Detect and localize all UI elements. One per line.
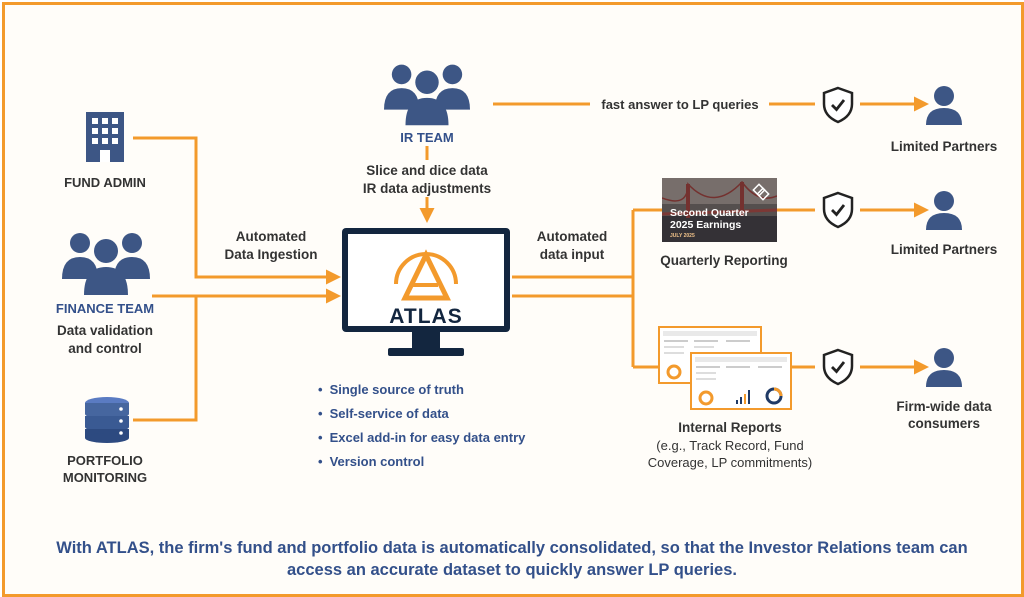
fund-admin-label: FUND ADMIN (64, 175, 146, 190)
consumer-label: Firm-wide data (896, 399, 992, 414)
consumer-label: Limited Partners (890, 139, 998, 154)
ir-team-label: IR TEAM (400, 130, 454, 145)
quarterly-caption: Quarterly Reporting (660, 253, 788, 268)
footer-line-2: access an accurate dataset to quickly an… (287, 561, 737, 579)
report-logo-icon (752, 183, 770, 201)
atlas-logo-icon (394, 249, 458, 301)
report-dashboard-image (695, 357, 787, 406)
atlas-features: Single source of truth Self-service of d… (318, 380, 526, 476)
atlas-name: ATLAS (389, 305, 463, 328)
person-icon (926, 348, 962, 387)
internal-report-thumbnail (690, 352, 792, 410)
thumb-title-1: Second Quarter (670, 207, 749, 219)
people-group-icon (62, 233, 150, 295)
finance-team-description-2: and control (68, 341, 142, 356)
ingestion-label-2: Data Ingestion (224, 247, 318, 262)
shield-check-icon (822, 348, 854, 386)
person-icon (926, 86, 962, 125)
finance-team-description-1: Data validation (56, 323, 154, 338)
portfolio-label-1: PORTFOLIO (67, 453, 143, 468)
ir-team-task-1: Slice and dice data (366, 163, 488, 178)
thumb-date: JULY 2025 (670, 233, 695, 239)
ingestion-label-1: Automated (235, 229, 307, 244)
internal-details-1: (e.g., Track Record, Fund (656, 438, 804, 453)
ir-team-task-2: IR data adjustments (362, 181, 492, 196)
person-icon (926, 191, 962, 230)
consumer-label: Limited Partners (890, 242, 998, 257)
fund-admin-connector (133, 136, 341, 285)
consumer-label: consumers (907, 416, 981, 431)
shield-check-icon (822, 191, 854, 229)
database-icon (85, 397, 129, 443)
quarterly-report-thumbnail: Second Quarter 2025 Earnings JULY 2025 (662, 178, 777, 242)
atlas-monitor (342, 228, 510, 356)
building-icon (86, 112, 124, 162)
feature-item: Single source of truth (318, 380, 525, 404)
portfolio-label-2: MONITORING (62, 470, 148, 485)
people-group-icon (384, 64, 470, 126)
bridge-image (662, 178, 777, 242)
portfolio-connector (133, 296, 198, 422)
footer-summary: With ATLAS, the firm's fund and portfoli… (20, 537, 1004, 581)
thumb-title-2: 2025 Earnings (670, 219, 742, 231)
feature-item: Version control (318, 452, 525, 476)
fast-answer-label: fast answer to LP queries (601, 97, 759, 112)
internal-caption: Internal Reports (678, 420, 782, 435)
footer-line-1: With ATLAS, the firm's fund and portfoli… (56, 539, 968, 557)
input-label-1: Automated (536, 229, 608, 244)
internal-details-2: Coverage, LP commitments) (647, 455, 813, 470)
feature-item: Excel add-in for easy data entry (318, 428, 526, 452)
input-label-2: data input (539, 247, 605, 262)
shield-check-icon (822, 86, 854, 124)
feature-item: Self-service of data (318, 404, 525, 428)
finance-team-label: FINANCE TEAM (55, 301, 155, 316)
